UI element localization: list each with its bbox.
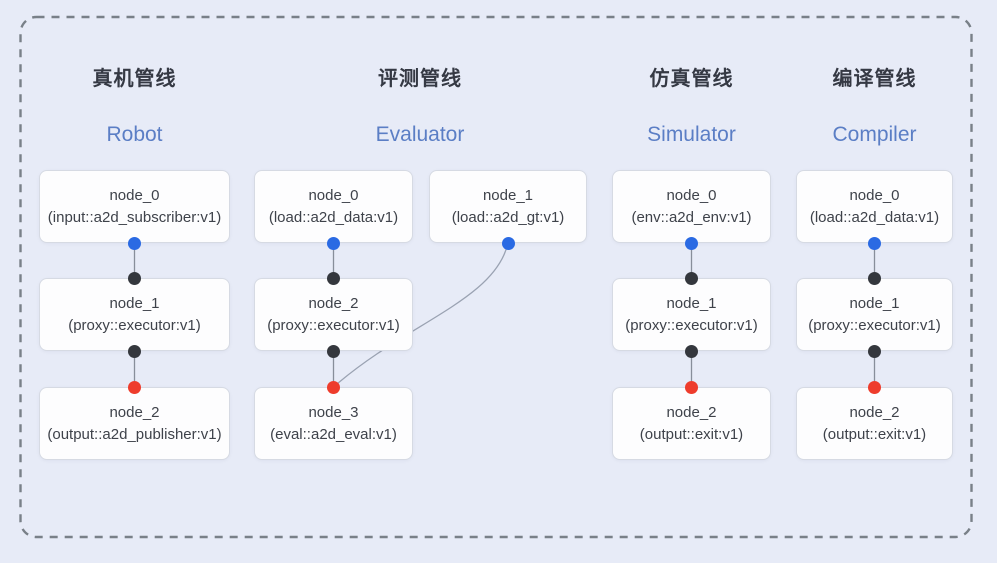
node-type: (env::a2d_env:v1) xyxy=(631,208,752,226)
node-type: (proxy::executor:v1) xyxy=(625,316,758,334)
output-port-dot xyxy=(685,344,698,358)
final-input-port-dot xyxy=(868,380,881,394)
edge-evaluator-1-3-curve xyxy=(333,242,509,388)
node-box-evaluator-node0: node_0 (load::a2d_data:v1) xyxy=(254,170,413,243)
final-input-port-dot xyxy=(327,380,340,394)
pipeline-title-zh-simulator: 仿真管线 xyxy=(649,68,734,90)
node-box-compiler-node0: node_0 (load::a2d_data:v1) xyxy=(796,170,953,243)
node-type: (proxy::executor:v1) xyxy=(267,316,400,334)
output-port-dot xyxy=(327,236,340,250)
input-port-dot xyxy=(128,271,141,285)
node-name: node_2 xyxy=(666,403,717,421)
node-name: node_2 xyxy=(109,403,160,421)
node-box-evaluator-node2: node_2 (proxy::executor:v1) xyxy=(254,278,413,351)
pipeline-title-zh-evaluator: 评测管线 xyxy=(378,68,462,90)
node-type: (output::exit:v1) xyxy=(639,425,744,443)
output-port-dot xyxy=(868,344,881,358)
node-name: node_3 xyxy=(308,403,359,421)
node-type: (output::exit:v1) xyxy=(822,425,927,443)
node-type: (proxy::executor:v1) xyxy=(68,316,201,334)
node-box-robot-node1: node_1 (proxy::executor:v1) xyxy=(39,278,230,351)
node-name: node_0 xyxy=(109,186,160,204)
input-port-dot xyxy=(327,271,340,285)
node-box-simulator-node0: node_0 (env::a2d_env:v1) xyxy=(612,170,771,243)
output-port-dot xyxy=(501,236,515,250)
pipeline-title-en-simulator: Simulator xyxy=(647,123,736,146)
final-input-port-dot xyxy=(128,380,141,394)
node-name: node_1 xyxy=(109,294,160,312)
node-name: node_2 xyxy=(849,403,900,421)
node-name: node_2 xyxy=(308,294,359,312)
input-port-dot xyxy=(685,271,698,285)
node-type: (input::a2d_subscriber:v1) xyxy=(47,208,222,226)
pipeline-title-en-robot: Robot xyxy=(106,123,163,146)
output-port-dot xyxy=(868,236,881,250)
output-port-dot xyxy=(128,344,141,358)
pipeline-title-en-evaluator: Evaluator xyxy=(375,123,465,146)
node-name: node_0 xyxy=(666,186,717,204)
node-name: node_1 xyxy=(482,186,534,204)
output-port-dot xyxy=(685,236,698,250)
output-port-dot xyxy=(327,344,340,358)
pipeline-title-zh-compiler: 编译管线 xyxy=(832,68,917,90)
node-name: node_0 xyxy=(849,186,900,204)
output-port-dot xyxy=(128,236,141,250)
node-box-robot-node2: node_2 (output::a2d_publisher:v1) xyxy=(39,387,230,460)
node-type: (load::a2d_data:v1) xyxy=(268,208,399,226)
node-type: (output::a2d_publisher:v1) xyxy=(47,425,222,443)
node-type: (load::a2d_gt:v1) xyxy=(451,208,565,226)
pipeline-boundary-dashed-rect xyxy=(19,15,973,539)
node-name: node_0 xyxy=(308,186,359,204)
node-type: (load::a2d_data:v1) xyxy=(809,208,940,226)
node-type: (proxy::executor:v1) xyxy=(808,316,941,334)
node-box-simulator-node2: node_2 (output::exit:v1) xyxy=(612,387,771,460)
final-input-port-dot xyxy=(685,380,698,394)
pipeline-title-en-compiler: Compiler xyxy=(832,123,917,146)
node-type: (eval::a2d_eval:v1) xyxy=(270,425,397,443)
node-name: node_1 xyxy=(849,294,900,312)
node-box-compiler-node2: node_2 (output::exit:v1) xyxy=(796,387,953,460)
node-box-evaluator-node1: node_1 (load::a2d_gt:v1) xyxy=(429,170,587,243)
node-box-robot-node0: node_0 (input::a2d_subscriber:v1) xyxy=(39,170,230,243)
node-box-simulator-node1: node_1 (proxy::executor:v1) xyxy=(612,278,771,351)
node-name: node_1 xyxy=(666,294,717,312)
node-box-evaluator-node3: node_3 (eval::a2d_eval:v1) xyxy=(254,387,413,460)
node-box-compiler-node1: node_1 (proxy::executor:v1) xyxy=(796,278,953,351)
input-port-dot xyxy=(868,271,881,285)
pipeline-title-zh-robot: 真机管线 xyxy=(92,68,177,90)
